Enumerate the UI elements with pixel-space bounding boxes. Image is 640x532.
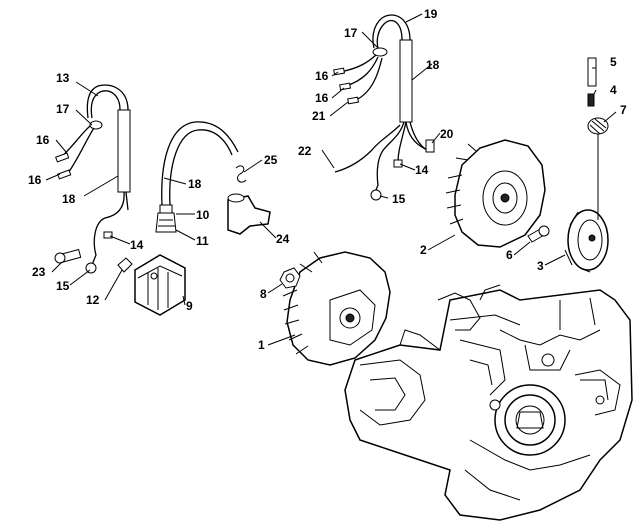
callout-23: 23 — [32, 265, 46, 279]
callout-6: 6 — [506, 248, 513, 262]
starter-cup-3 — [564, 209, 609, 273]
callout-16-d: 16 — [315, 91, 329, 105]
leader-lines — [45, 13, 617, 346]
callout-9: 9 — [186, 299, 193, 313]
callout-16-c: 16 — [315, 69, 329, 83]
screw-6 — [527, 225, 550, 243]
callout-13: 13 — [56, 71, 70, 85]
terminal-12 — [117, 257, 133, 273]
ignition-lead-left — [55, 84, 131, 274]
callout-18-right: 18 — [426, 58, 440, 72]
callout-4: 4 — [610, 83, 617, 97]
callout-16-a: 16 — [36, 133, 50, 147]
screw-23 — [54, 248, 82, 264]
callout-7: 7 — [620, 103, 627, 117]
callout-14-left: 14 — [130, 238, 144, 252]
pin-5 — [587, 57, 597, 87]
callout-18-left: 18 — [62, 192, 76, 206]
spark-plug-boot-24 — [227, 193, 271, 235]
nut-8 — [279, 267, 301, 289]
callout-22: 22 — [298, 144, 312, 158]
callout-16-b: 16 — [28, 173, 42, 187]
callout-5: 5 — [610, 55, 617, 69]
callout-25: 25 — [264, 153, 278, 167]
callout-1: 1 — [258, 338, 265, 352]
callout-2: 2 — [420, 243, 427, 257]
crankcase — [344, 284, 633, 521]
spring-25 — [235, 165, 247, 183]
flywheel-1 — [282, 251, 391, 366]
washer-4 — [587, 93, 595, 107]
callouts: 1 2 3 4 5 6 7 8 9 10 11 12 13 14 14 15 1… — [28, 7, 627, 352]
callout-24: 24 — [276, 232, 290, 246]
callout-12: 12 — [86, 293, 100, 307]
spring-7 — [587, 117, 609, 220]
callout-3: 3 — [537, 259, 544, 273]
ignition-lead-right — [333, 14, 435, 201]
callout-14-right: 14 — [415, 163, 429, 177]
spark-plug-lead — [155, 121, 239, 233]
fan-wheel-2 — [445, 139, 546, 248]
callout-20: 20 — [440, 127, 454, 141]
callout-19: 19 — [424, 7, 438, 21]
callout-17-left: 17 — [56, 102, 70, 116]
callout-21: 21 — [312, 109, 326, 123]
callout-17-right: 17 — [344, 26, 358, 40]
callout-18-middle: 18 — [188, 177, 202, 191]
ignition-coil-9 — [134, 254, 186, 316]
callout-15-right: 15 — [392, 192, 406, 206]
callout-15-left: 15 — [56, 279, 70, 293]
callout-10: 10 — [196, 208, 210, 222]
callout-8: 8 — [260, 287, 267, 301]
callout-11: 11 — [196, 234, 209, 248]
